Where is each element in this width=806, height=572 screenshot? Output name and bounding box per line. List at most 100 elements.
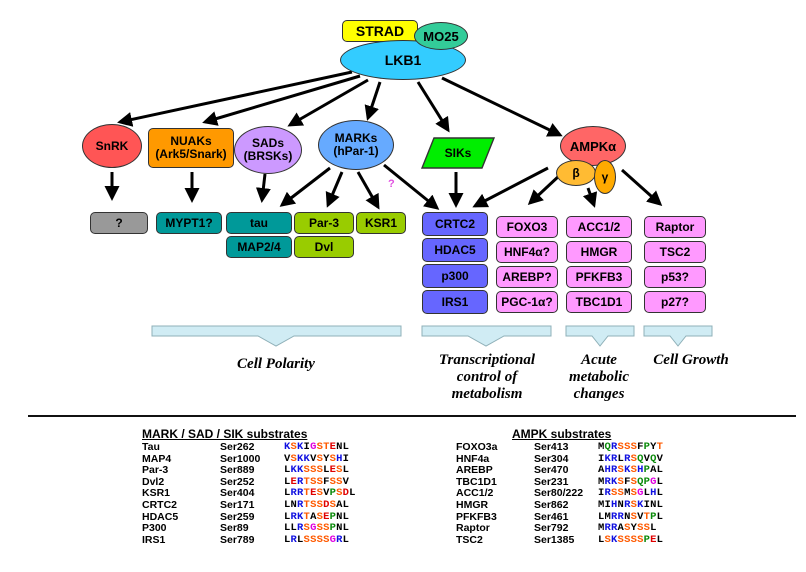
peptide-sequence: MRKSFSQPGL — [598, 475, 664, 488]
phospho-site: Ser231 — [534, 475, 569, 488]
peptide-sequence: KSKIGSTENL — [284, 441, 350, 453]
caption-transcriptional-line2: control of — [456, 369, 518, 385]
mark-substrate-row: MAP4 Ser1000 VSKKVSYSHI — [142, 452, 356, 466]
substrate-raptor: Raptor — [644, 216, 706, 238]
protein-name: MAP4 — [142, 452, 172, 465]
sads-node: SADs (BRSKs) — [234, 126, 302, 174]
caption-acute-line1: Acute — [581, 352, 617, 368]
peptide-sequence: LKKSSSLESL — [284, 464, 350, 477]
brace-acute — [565, 325, 635, 347]
caption-cell-polarity: Cell Polarity — [237, 356, 315, 372]
phospho-site: Ser89 — [220, 522, 249, 535]
peptide-sequence: MRRASYSSL — [598, 522, 657, 535]
arrow-lkb1-ampk — [441, 76, 563, 137]
peptide-sequence: IRSSMSGLHL — [598, 487, 664, 500]
arrow-ampk-acc — [582, 187, 598, 208]
siks-label: SIKs — [445, 146, 472, 160]
substrate-tbc1d1: TBC1D1 — [566, 291, 632, 313]
phospho-site: Ser1000 — [220, 452, 261, 465]
peptide-sequence: VSKKVSYSHI — [284, 452, 350, 465]
arrow-marks-ksr1 — [356, 171, 380, 210]
protein-name: Dvl2 — [142, 475, 165, 488]
peptide-sequence: MIHNRSKINL — [598, 498, 664, 511]
phospho-site: Ser1385 — [534, 533, 575, 546]
arrow-lkb1-marks — [364, 81, 382, 121]
substrate-tsc2: TSC2 — [644, 241, 706, 263]
substrate-tau: tau — [226, 212, 292, 234]
phospho-site: Ser304 — [534, 452, 569, 465]
ampk-substrate-row: HMGR Ser862 MIHNRSKINL — [456, 498, 664, 512]
protein-name: TSC2 — [456, 533, 483, 546]
protein-name: P300 — [142, 522, 167, 535]
arrow-lkb1-snrk — [117, 70, 353, 127]
ampk-substrates-title: AMPK substrates — [512, 427, 612, 441]
substrate-hdac5: HDAC5 — [422, 238, 488, 262]
peptide-sequence: AHRSKSHPAL — [598, 464, 664, 477]
brace-transcription — [421, 325, 552, 347]
phospho-site: Ser259 — [220, 510, 255, 523]
phospho-site: Ser470 — [534, 464, 569, 477]
peptide-sequence: LMRRNSVTPL — [598, 510, 664, 523]
substrate-par3: Par-3 — [294, 212, 354, 234]
ampk-alpha-node: AMPKα — [560, 126, 626, 166]
substrate-p300: p300 — [422, 264, 488, 288]
peptide-sequence: IKRLRSQVQV — [598, 452, 664, 465]
arrow-marks-crtc2 — [383, 163, 440, 210]
substrate-acc: ACC1/2 — [566, 216, 632, 238]
protein-name: HMGR — [456, 498, 489, 511]
phospho-site: Ser789 — [220, 533, 255, 546]
caption-cell-growth: Cell Growth — [653, 352, 729, 368]
mark-substrates-title: MARK / SAD / SIK substrates — [142, 427, 308, 441]
protein-name: HDAC5 — [142, 510, 179, 523]
ampk-substrate-row: Raptor Ser792 MRRASYSSL — [456, 522, 663, 535]
protein-name: Par-3 — [142, 464, 169, 477]
brace-growth — [643, 325, 713, 347]
snrk-node: SnRK — [82, 124, 142, 168]
arrow-ampk-raptor — [620, 168, 663, 207]
marks-label: MARKs — [334, 131, 378, 145]
ampk-gamma-node: γ — [594, 160, 616, 194]
lkb1-signaling-diagram: STRAD LKB1 MO25 SnRK NUAKs (Ark5/Snark) … — [82, 20, 729, 403]
phospho-site: Ser80/222 — [534, 487, 584, 500]
protein-name: CRTC2 — [142, 498, 178, 511]
caption-acute-line3: changes — [573, 386, 625, 402]
marks-sublabel: (hPar-1) — [333, 144, 379, 158]
substrate-pfkfb3: PFKFB3 — [566, 266, 632, 288]
arrows-layer — [104, 70, 713, 347]
protein-name: Raptor — [456, 522, 490, 535]
phospho-site: Ser404 — [220, 487, 255, 500]
caption-transcriptional-control: Transcriptional control of metabolism — [414, 352, 560, 403]
substrate-dvl: Dvl — [294, 236, 354, 258]
substrate-p53: p53? — [644, 266, 706, 288]
peptide-sequence: LRRTESVPSDL — [284, 487, 356, 500]
peptide-sequence: LNRTSSDSAL — [284, 498, 350, 511]
arrow-sads-tau — [255, 173, 271, 203]
arrow-lkb1-sads — [287, 78, 369, 127]
marks-node: MARKs (hPar-1) — [318, 120, 394, 170]
substrate-foxo3: FOXO3 — [496, 216, 558, 238]
peptide-sequence: LRKTASEPNL — [284, 510, 350, 523]
substrate-hmgr: HMGR — [566, 241, 632, 263]
arrow-lkb1-siks — [416, 81, 450, 133]
arrow-lkb1-nuaks — [202, 74, 361, 126]
caption-transcriptional-line3: metabolism — [451, 386, 523, 402]
phospho-site: Ser862 — [534, 498, 569, 511]
caption-acute-changes: Acute metabolic changes — [556, 352, 642, 403]
substrate-ksr1: KSR1 — [356, 212, 406, 234]
arrow-marks-tau — [279, 166, 331, 207]
peptide-sequence: MQRSSSFPYT — [598, 441, 664, 453]
substrate-arebp: AREBP? — [496, 266, 558, 288]
phospho-site: Ser792 — [534, 522, 569, 535]
substrate-mypt1: MYPT1? — [156, 212, 222, 234]
